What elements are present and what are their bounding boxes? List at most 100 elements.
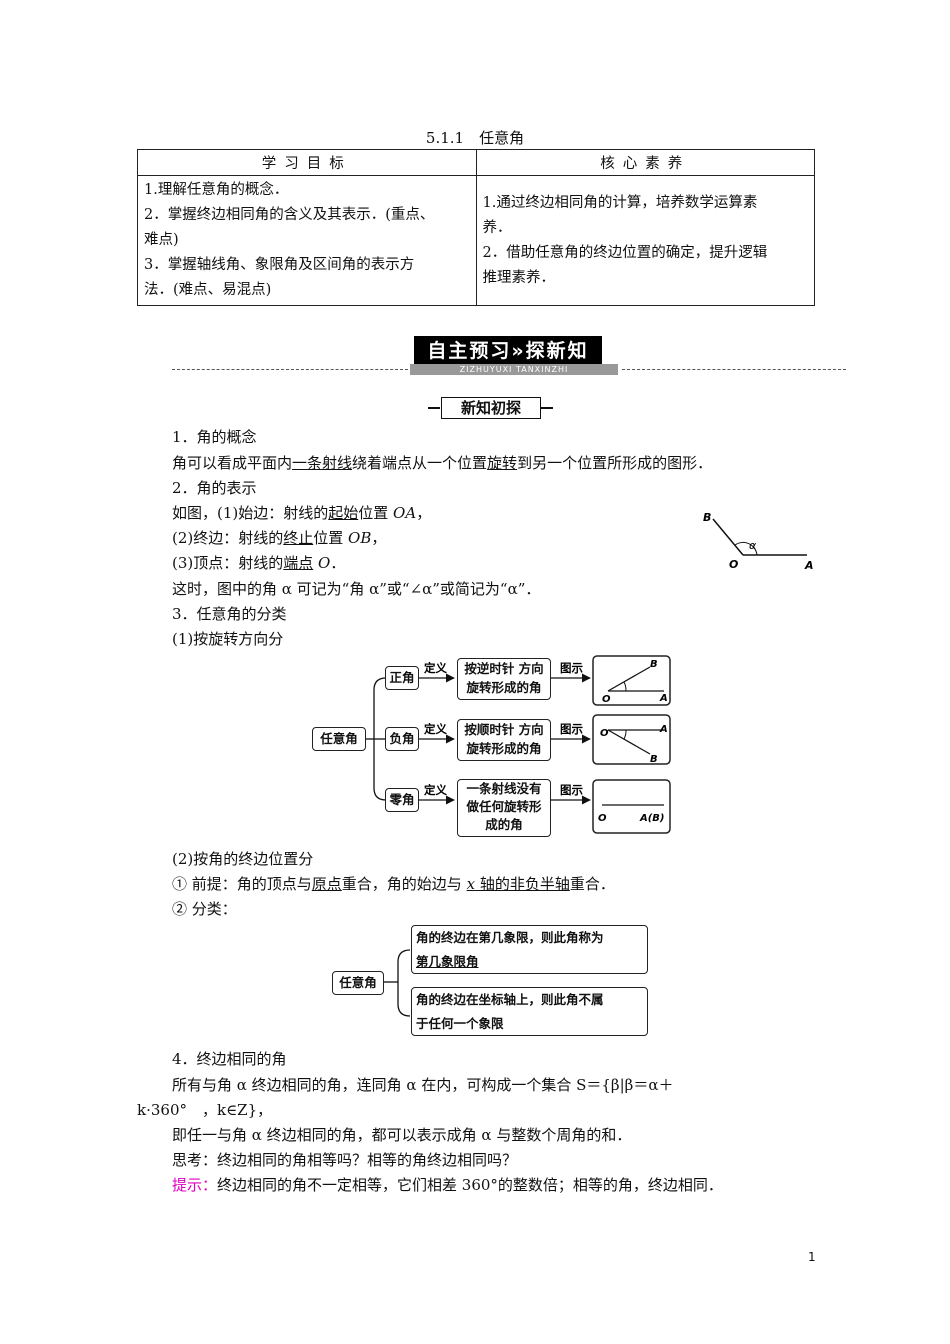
banner-divider-left [172, 369, 408, 370]
definition-line: 按顺时针 方向 [464, 722, 544, 737]
coterminal-set-line1: 所有与角 α 终边相同的角，连同角 α 在内，可构成一个集合 S＝{β|β＝α＋ [172, 1076, 674, 1094]
text: 绕着端点从一个位置 [352, 454, 488, 472]
heading-classification: 3．任意角的分类 [172, 605, 287, 623]
underlined-term: 原点 [311, 875, 342, 893]
negative-definition: 按顺时针 方向 旋转形成的角 [457, 719, 551, 761]
underlined-term: 终止 [283, 529, 314, 547]
underlined-term: 旋转 [487, 454, 518, 472]
goal-line: 法．(难点、易混点) [144, 282, 272, 298]
section-rule-right [541, 407, 553, 409]
negative-angle-diagram: O A B [592, 714, 671, 765]
text: 到另一个位置所形成的图形． [517, 454, 713, 472]
literacy-line: 推理素养． [482, 269, 556, 286]
label-a: A [659, 724, 668, 735]
label-b: B [650, 659, 658, 670]
text: 位置 [313, 529, 349, 547]
underlined-term: 一条射线 [292, 454, 353, 472]
label-definition: 定义 [424, 722, 447, 736]
sub-by-terminal-side: (2)按角的终边位置分 [172, 850, 314, 868]
literacy-header: 核心素养 [475, 149, 815, 176]
definition-line: 成的角 [485, 817, 523, 832]
definition-line: 一条射线没有 [466, 781, 542, 796]
definition-line: 角的终边在第几象限，则此角称为 [416, 930, 604, 945]
notation-vertex: (3)顶点：射线的端点 O． [172, 554, 346, 572]
premise-text: ① 前提：角的顶点与原点重合，角的始边与 x 轴的非负半轴重合． [172, 873, 615, 894]
literacy-line: 养． [482, 219, 512, 236]
underlined-term: 端点 [283, 554, 314, 572]
label-a: A [804, 559, 814, 572]
label-o: O [729, 558, 738, 571]
underlined-term: 轴的非负半轴 [475, 875, 570, 893]
section-rule-left [428, 407, 440, 409]
ray-ob [712, 518, 744, 556]
label-b: B [703, 511, 711, 524]
banner-divider-right [622, 369, 846, 370]
label-a: A [659, 693, 668, 704]
label-alpha: α [749, 539, 757, 552]
goals-table: 学习目标 核心素养 1.理解任意角的概念． 2．掌握终边相同角的含义及其表示．(… [137, 149, 815, 306]
label-definition: 定义 [424, 661, 447, 675]
goals-cell: 1.理解任意角的概念． 2．掌握终边相同角的含义及其表示．(重点、 难点) 3．… [137, 175, 477, 306]
label-o: O [598, 813, 607, 824]
direction-tree-connectors: 定义 定义 定义 图示 图示 图示 [366, 661, 591, 805]
label-ab: A(B) [639, 813, 665, 824]
notation-summary: 这时，图中的角 α 可记为“角 α”或“∠α”或简记为“α”． [172, 580, 541, 598]
text: 重合，角的始边与 [341, 875, 467, 893]
think-question: 思考：终边相同的角相等吗？相等的角终边相同吗？ [172, 1151, 518, 1169]
definition-line: 旋转形成的角 [466, 741, 542, 756]
concept-text: 角可以看成平面内一条射线绕着端点从一个位置旋转到另一个位置所形成的图形． [172, 452, 712, 473]
text: (3)顶点：射线的 [172, 554, 284, 572]
math-symbol: x [466, 875, 476, 893]
underlined-term: 第几象限角 [416, 954, 479, 969]
notation-terminal: (2)终边：射线的终止位置 OB， [172, 529, 387, 547]
label-b: B [650, 754, 658, 765]
literacy-cell: 1.通过终边相同角的计算，培养数学运算素 养． 2．借助任意角的终边位置的确定，… [475, 175, 815, 306]
label-diagram: 图示 [560, 722, 583, 736]
notation-initial: 如图，(1)始边：射线的起始位置 OA， [172, 504, 432, 522]
zero-angle-diagram: O A(B) [592, 779, 671, 834]
text: 重合． [569, 875, 615, 893]
node-positive-angle: 正角 [385, 666, 419, 690]
math-symbol: OB [348, 529, 372, 547]
heading-notation: 2．角的表示 [172, 479, 257, 497]
classification-label: ② 分类： [172, 900, 237, 918]
label-diagram: 图示 [560, 783, 583, 797]
definition-line: 旋转形成的角 [466, 680, 542, 695]
text: 如图，(1)始边：射线的 [172, 504, 329, 522]
hint-text: 终边相同的角不一定相等，它们相差 360°的整数倍；相等的角，终边相同． [217, 1176, 723, 1194]
label-diagram: 图示 [560, 661, 583, 675]
hint-label: 提示： [172, 1176, 218, 1194]
goal-line: 2．掌握终边相同角的含义及其表示．(重点、 [144, 207, 435, 223]
text: ① 前提：角的顶点与 [172, 875, 312, 893]
heading-concept: 1．角的概念 [172, 428, 257, 446]
heading-coterminal: 4．终边相同的角 [172, 1050, 287, 1068]
text: 角可以看成平面内 [172, 454, 293, 472]
banner-main2: 探新知 [525, 340, 589, 362]
coterminal-explanation: 即任一与角 α 终边相同的角，都可以表示成角 α 与整数个周角的和． [172, 1126, 632, 1144]
banner-main: 自主预习 [427, 340, 512, 362]
section-heading: 新知初探 [441, 397, 541, 419]
literacy-line: 2．借助任意角的终边位置的确定，提升逻辑 [482, 244, 768, 261]
goal-line: 难点) [144, 232, 179, 248]
sub-by-direction: (1)按旋转方向分 [172, 630, 284, 648]
label-o: O [600, 728, 609, 739]
tree1-root: 任意角 [312, 727, 366, 751]
definition-line: 角的终边在坐标轴上，则此角不属 [416, 992, 604, 1007]
quadrant-tree-connectors [384, 949, 411, 1017]
axis-angle-box: 角的终边在坐标轴上，则此角不属 于任何一个象限 [411, 987, 648, 1036]
goals-header: 学习目标 [137, 149, 477, 176]
zero-definition: 一条射线没有 做任何旋转形 成的角 [457, 779, 551, 837]
section-banner: 自主预习»探新知 [414, 336, 602, 366]
hint-answer: 提示：终边相同的角不一定相等，它们相差 360°的整数倍；相等的角，终边相同． [172, 1174, 723, 1195]
page-number: 1 [808, 1250, 816, 1264]
node-negative-angle: 负角 [385, 727, 419, 751]
angle-arc [734, 541, 758, 556]
label-definition: 定义 [424, 783, 447, 797]
text: 位置 [358, 504, 394, 522]
text: (2)终边：射线的 [172, 529, 284, 547]
definition-line: 于任何一个象限 [416, 1016, 504, 1031]
underlined-term: 起始 [328, 504, 359, 522]
positive-angle-diagram: O A B [592, 655, 671, 706]
node-zero-angle: 零角 [385, 788, 419, 812]
coterminal-set-line2: k·360° ，k∈Z}， [137, 1101, 273, 1119]
